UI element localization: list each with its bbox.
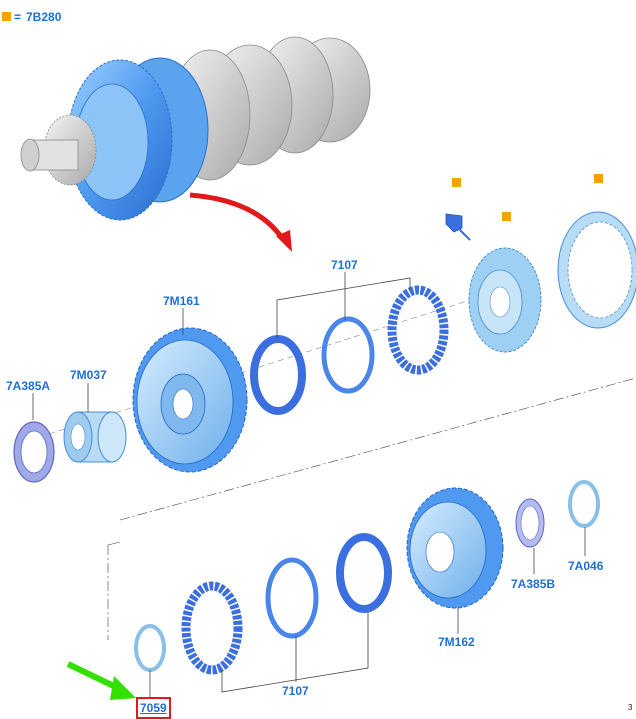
label-7m161[interactable]: 7M161 xyxy=(163,294,200,308)
synchronizer-ring-upper-2 xyxy=(321,316,375,394)
label-7107-lower[interactable]: 7107 xyxy=(282,684,309,698)
label-7107-upper[interactable]: 7107 xyxy=(331,258,358,272)
needle-bearing-7m037 xyxy=(63,411,127,463)
synchronizer-ring-lower-1 xyxy=(181,581,243,675)
shaft-assembly xyxy=(20,36,371,221)
orange-marker-icon xyxy=(452,178,461,187)
orange-marker-icon xyxy=(502,212,511,221)
snap-ring-7059 xyxy=(134,624,166,672)
red-arrow xyxy=(189,192,285,240)
label-7m037[interactable]: 7M037 xyxy=(70,368,107,382)
legend-part-number: 7B280 xyxy=(26,10,62,24)
synchronizer-ring-lower-3 xyxy=(336,533,392,613)
washer-7a385b xyxy=(515,498,545,548)
label-7059-highlighted[interactable]: 7059 xyxy=(136,697,171,719)
detent-strut xyxy=(445,213,471,241)
synchronizer-sleeve xyxy=(557,211,636,329)
orange-marker-icon xyxy=(594,174,603,183)
page-number: 3 xyxy=(628,703,633,712)
legend-equals: = xyxy=(14,10,22,24)
label-7059-text: 7059 xyxy=(140,701,167,715)
snap-ring-7a046 xyxy=(568,480,600,528)
legend-marker-icon xyxy=(2,12,11,21)
label-7a385b[interactable]: 7A385B xyxy=(511,577,556,591)
label-7a385a[interactable]: 7A385A xyxy=(6,379,51,393)
synchronizer-ring-upper-3 xyxy=(387,285,449,375)
label-7a046[interactable]: 7A046 xyxy=(568,559,604,573)
synchronizer-ring-lower-2 xyxy=(265,557,319,639)
synchronizer-ring-upper-1 xyxy=(250,335,306,415)
washer-7a385a xyxy=(13,421,55,483)
synchronizer-hub xyxy=(468,247,542,353)
gear-7m161 xyxy=(132,327,248,473)
label-7m162[interactable]: 7M162 xyxy=(438,635,475,649)
gear-7m162 xyxy=(406,487,504,609)
